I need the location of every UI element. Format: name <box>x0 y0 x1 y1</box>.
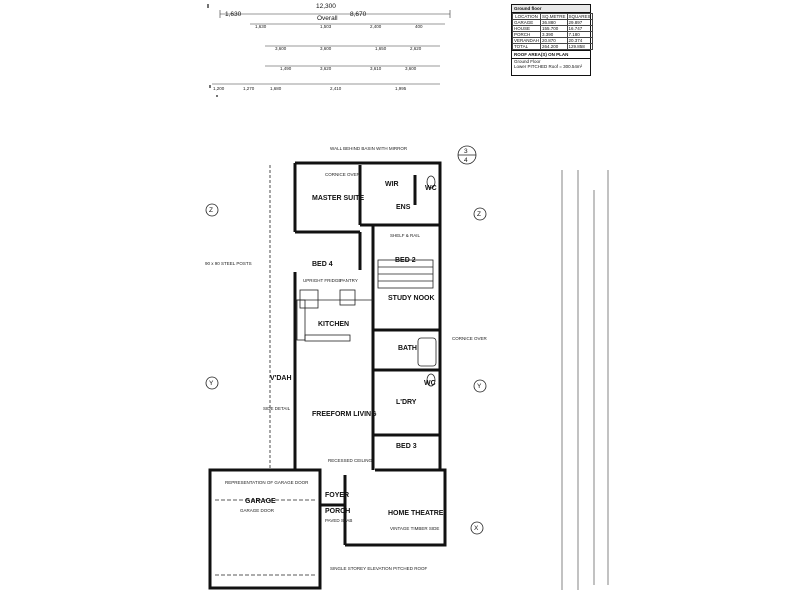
dim-row3-1: 3,620 <box>320 66 332 71</box>
dim-row2-2: 1,650 <box>375 46 387 51</box>
room-wc: WC <box>424 380 436 387</box>
dim-row1-1: 1,503 <box>320 24 332 29</box>
dim-row2-3: 2,620 <box>410 46 422 51</box>
dim-row2-0: 3,600 <box>275 46 287 51</box>
section-marker-x-right: X <box>470 521 484 535</box>
roof-line: Lower PITCHED Roof = 300.54m² <box>514 64 583 69</box>
room-laundry: L'DRY <box>396 399 417 406</box>
room-bed4: BED 4 <box>312 261 333 268</box>
note-rear-posts: 90 x 90 STEEL POSTS <box>205 261 252 266</box>
scan-mark <box>207 4 209 8</box>
dim-row3-2: 3,610 <box>370 66 382 71</box>
dim-row1-3: 400 <box>415 24 423 29</box>
area-table-grid: LOCATION SQ.METRE SQUARES GARAGE 36.880 … <box>511 13 593 50</box>
section-marker-y-right: Y <box>473 379 487 393</box>
roof-subtitle: Ground Floor <box>514 59 541 64</box>
dim-row4-2: 1,680 <box>270 86 282 91</box>
table-row: GARAGE 36.880 29.897 <box>511 19 593 26</box>
room-home-theatre: HOME THEATRE <box>388 510 444 517</box>
dim-row1-2: 2,400 <box>370 24 382 29</box>
note-shelf: SHELF & RAIL <box>390 233 421 238</box>
section-markers: Z Z Y Y X <box>205 203 487 535</box>
sheet-ref-bottom: 4 <box>464 157 468 164</box>
room-verandah: V'DAH <box>270 375 292 382</box>
section-marker-y-left: Y <box>205 376 219 390</box>
room-ens: ENS <box>396 204 411 211</box>
room-porch: PORCH <box>325 508 350 515</box>
note-recessed: RECESSED CEILING <box>328 458 373 463</box>
dim-row4-4: 1,995 <box>395 86 407 91</box>
area-header-sqm: SQ.METRE <box>540 13 568 20</box>
dim-row2-1: 3,600 <box>320 46 332 51</box>
room-wc-ensuite: WC <box>425 185 437 192</box>
area-header-location: LOCATION <box>511 13 542 20</box>
svg-text:X: X <box>474 525 479 532</box>
note-porch: PAVED SLAB <box>325 518 352 523</box>
room-labels: MASTER SUITE WIR ENS WC BED 4 BED 2 KITC… <box>245 181 444 517</box>
room-garage: GARAGE <box>245 498 276 505</box>
note-right: CORNICE OVER <box>452 336 488 341</box>
room-bath: BATH <box>398 345 417 352</box>
table-row: HOUSE 155.700 16.747 <box>511 25 593 32</box>
section-marker-z-left: Z <box>205 203 219 217</box>
dim-row4-0: 1,200 <box>213 86 225 91</box>
room-study-nook: STUDY NOOK <box>388 295 435 302</box>
overall-caption: Overall <box>317 15 338 22</box>
floor-plan-walls <box>208 161 447 590</box>
dim-row3-3: 3,600 <box>405 66 417 71</box>
annotation-notes: WALL BEHIND BASIN WITH MIRROR CORNICE OV… <box>205 146 488 571</box>
table-row: TOTAL 264.200 129.858 <box>511 43 593 50</box>
dim-left: 1,630 <box>225 11 242 18</box>
right-dimension-columns <box>561 170 609 590</box>
roof-title: ROOF AREA(S) ON PLAN <box>512 51 590 59</box>
roof-area-box: ROOF AREA(S) ON PLAN Ground Floor Lower … <box>511 50 591 76</box>
table-row: VERANDAH 20.870 20.374 <box>511 37 593 44</box>
note-left: SIDE DETAIL <box>263 406 291 411</box>
room-freeform-living: FREEFORM LIVING <box>312 411 377 418</box>
area-schedule-table: Ground floor LOCATION SQ.METRE SQUARES G… <box>511 4 593 51</box>
note-front: SINGLE STOREY ELEVATION PITCHED ROOF <box>330 566 427 571</box>
note-cornice: CORNICE OVER <box>325 172 361 177</box>
scan-mark <box>209 85 211 88</box>
note-theatre: VINTAGE TIMBER SIDE <box>390 526 439 531</box>
area-table-title: Ground floor <box>512 5 590 13</box>
room-master-suite: MASTER SUITE <box>312 195 364 202</box>
dim-row3-0: 1,490 <box>280 66 292 71</box>
note-pantry: PANTRY <box>340 278 358 283</box>
dim-row1-0: 1,630 <box>255 24 267 29</box>
note-top-wall: WALL BEHIND BASIN WITH MIRROR <box>330 146 408 151</box>
svg-text:Y: Y <box>477 383 482 390</box>
note-garage: REPRESENTATION OF GARAGE DOOR <box>225 480 309 485</box>
section-reference: 3 4 <box>457 145 477 165</box>
dim-row4-1: 1,270 <box>243 86 255 91</box>
dim-right: 8,670 <box>350 11 367 18</box>
dim-row4-3: 2,410 <box>330 86 342 91</box>
overall-dimension: 12,300 <box>316 3 336 10</box>
top-dimension-strings: 12,300 Overall 1,630 8,670 1,630 1,503 2… <box>212 3 451 91</box>
room-foyer: FOYER <box>325 492 349 499</box>
scan-mark <box>216 95 218 97</box>
svg-text:Y: Y <box>209 380 214 387</box>
svg-text:Z: Z <box>477 211 481 218</box>
room-bed3: BED 3 <box>396 443 417 450</box>
area-header-squares: SQUARES <box>566 13 593 20</box>
note-upright-fridge: UPRIGHT FRIDGE <box>303 278 341 283</box>
room-kitchen: KITCHEN <box>318 321 349 328</box>
section-marker-z-right: Z <box>473 207 487 221</box>
sheet-ref-top: 3 <box>464 148 468 155</box>
room-wir: WIR <box>385 181 399 188</box>
svg-text:Z: Z <box>209 207 213 214</box>
note-garage-door: GARAGE DOOR <box>240 508 275 513</box>
room-bed2: BED 2 <box>395 257 416 264</box>
